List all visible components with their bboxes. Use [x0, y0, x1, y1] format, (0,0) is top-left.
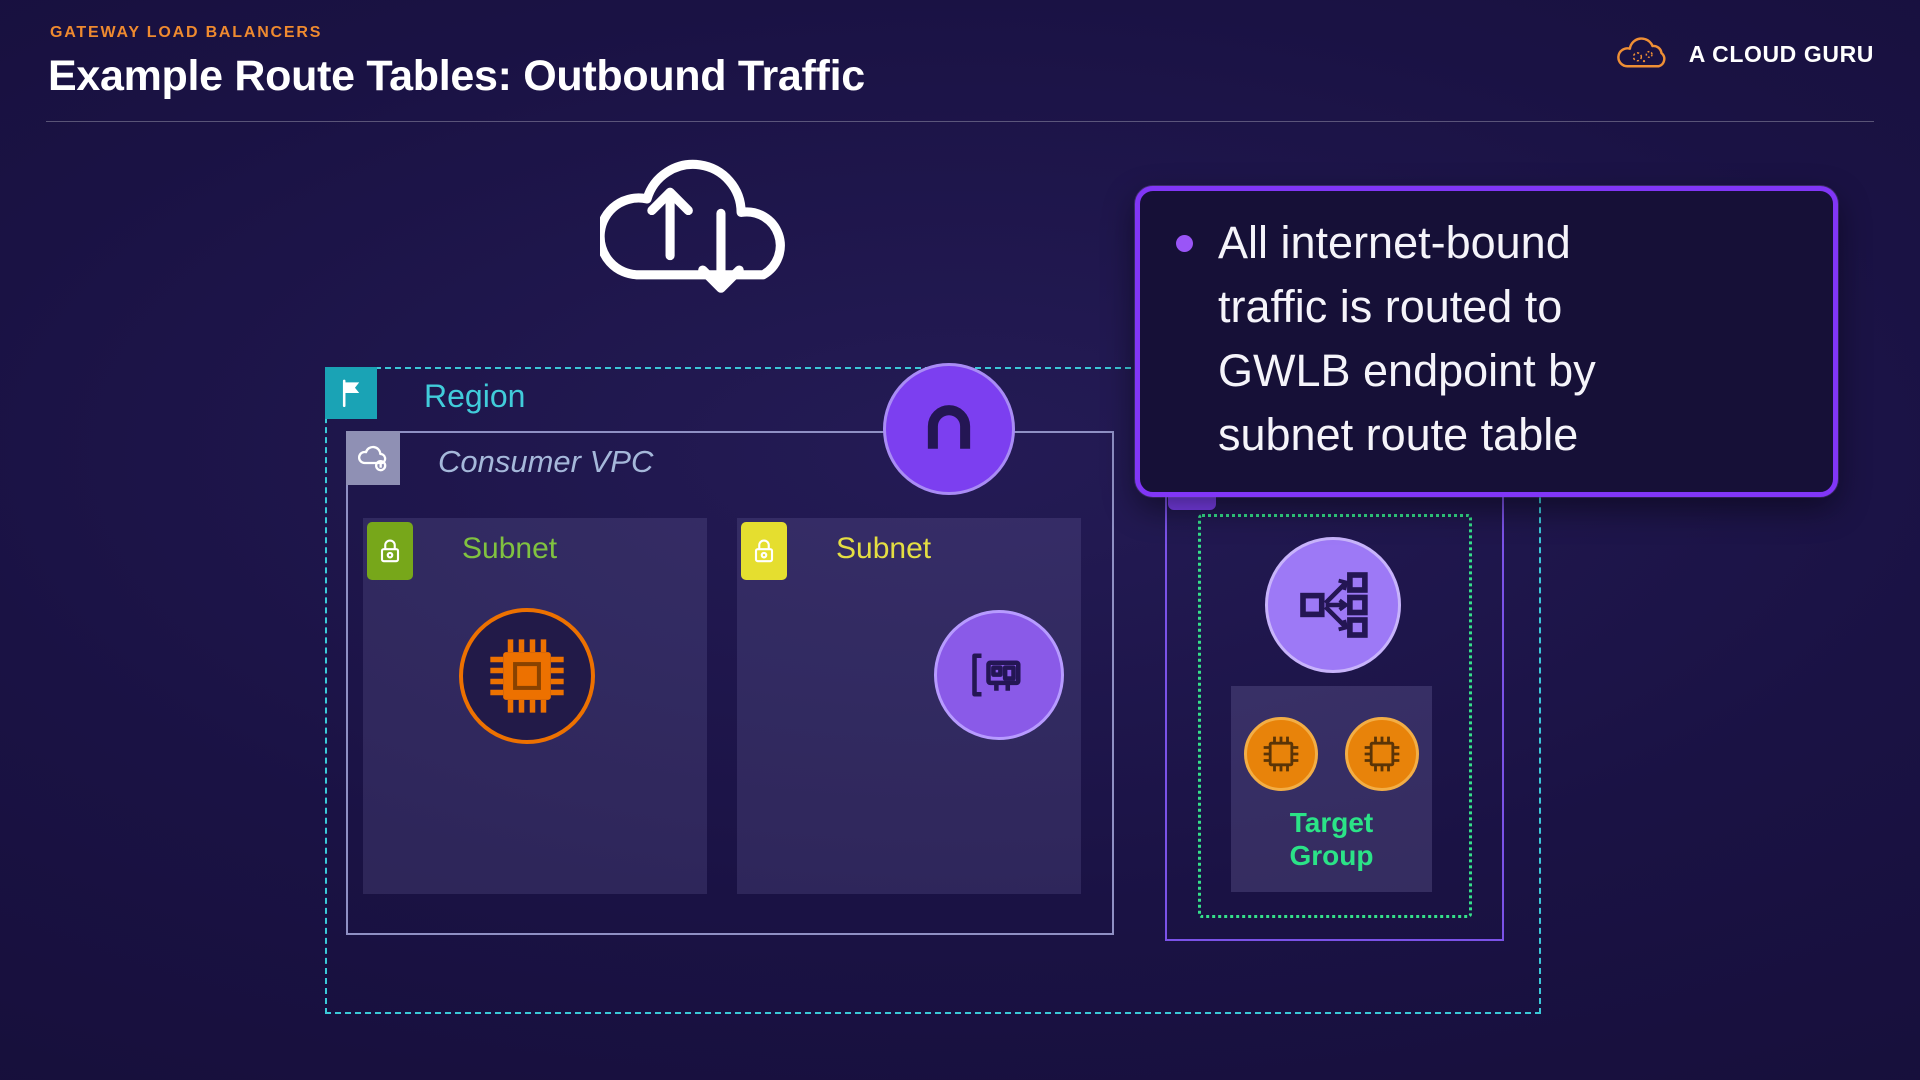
ec2-instance-icon — [459, 608, 595, 744]
consumer-vpc-label: Consumer VPC — [438, 444, 654, 479]
subnet-left-label: Subnet — [462, 532, 558, 565]
callout-line: subnet route table — [1218, 409, 1579, 460]
region-flag-icon — [325, 367, 377, 419]
target-group-label: Target Group — [1289, 807, 1374, 872]
header-divider — [46, 121, 1874, 122]
acg-cloud-icon — [1611, 32, 1677, 76]
gwlb-endpoint-icon — [934, 610, 1064, 740]
callout-bullet — [1176, 235, 1193, 252]
page-title: Example Route Tables: Outbound Traffic — [48, 52, 865, 100]
internet-gateway-icon — [883, 363, 1015, 495]
eyebrow-label: GATEWAY LOAD BALANCERS — [50, 24, 323, 41]
target-instance-icon — [1244, 717, 1318, 791]
subnet-right-label: Subnet — [836, 532, 932, 565]
vpc-icon — [346, 431, 400, 485]
internet-cloud-icon — [600, 140, 792, 304]
brand-logo: A CLOUD GURU — [1611, 32, 1874, 76]
callout-line: GWLB endpoint by — [1218, 345, 1596, 396]
consumer-vpc-box — [346, 431, 1114, 935]
subnet-right-lock-icon — [741, 522, 787, 580]
region-label: Region — [424, 378, 526, 414]
callout-text: All internet-bound traffic is routed to … — [1218, 211, 1798, 467]
callout-line: traffic is routed to — [1218, 281, 1563, 332]
callout-line: All internet-bound — [1218, 217, 1571, 268]
brand-name: A CLOUD GURU — [1688, 40, 1874, 67]
target-instance-icon — [1345, 717, 1419, 791]
subnet-left-lock-icon — [367, 522, 413, 580]
target-group-dotted-box — [1198, 514, 1472, 918]
gwlb-icon — [1265, 537, 1401, 673]
callout-box: All internet-bound traffic is routed to … — [1135, 186, 1838, 497]
